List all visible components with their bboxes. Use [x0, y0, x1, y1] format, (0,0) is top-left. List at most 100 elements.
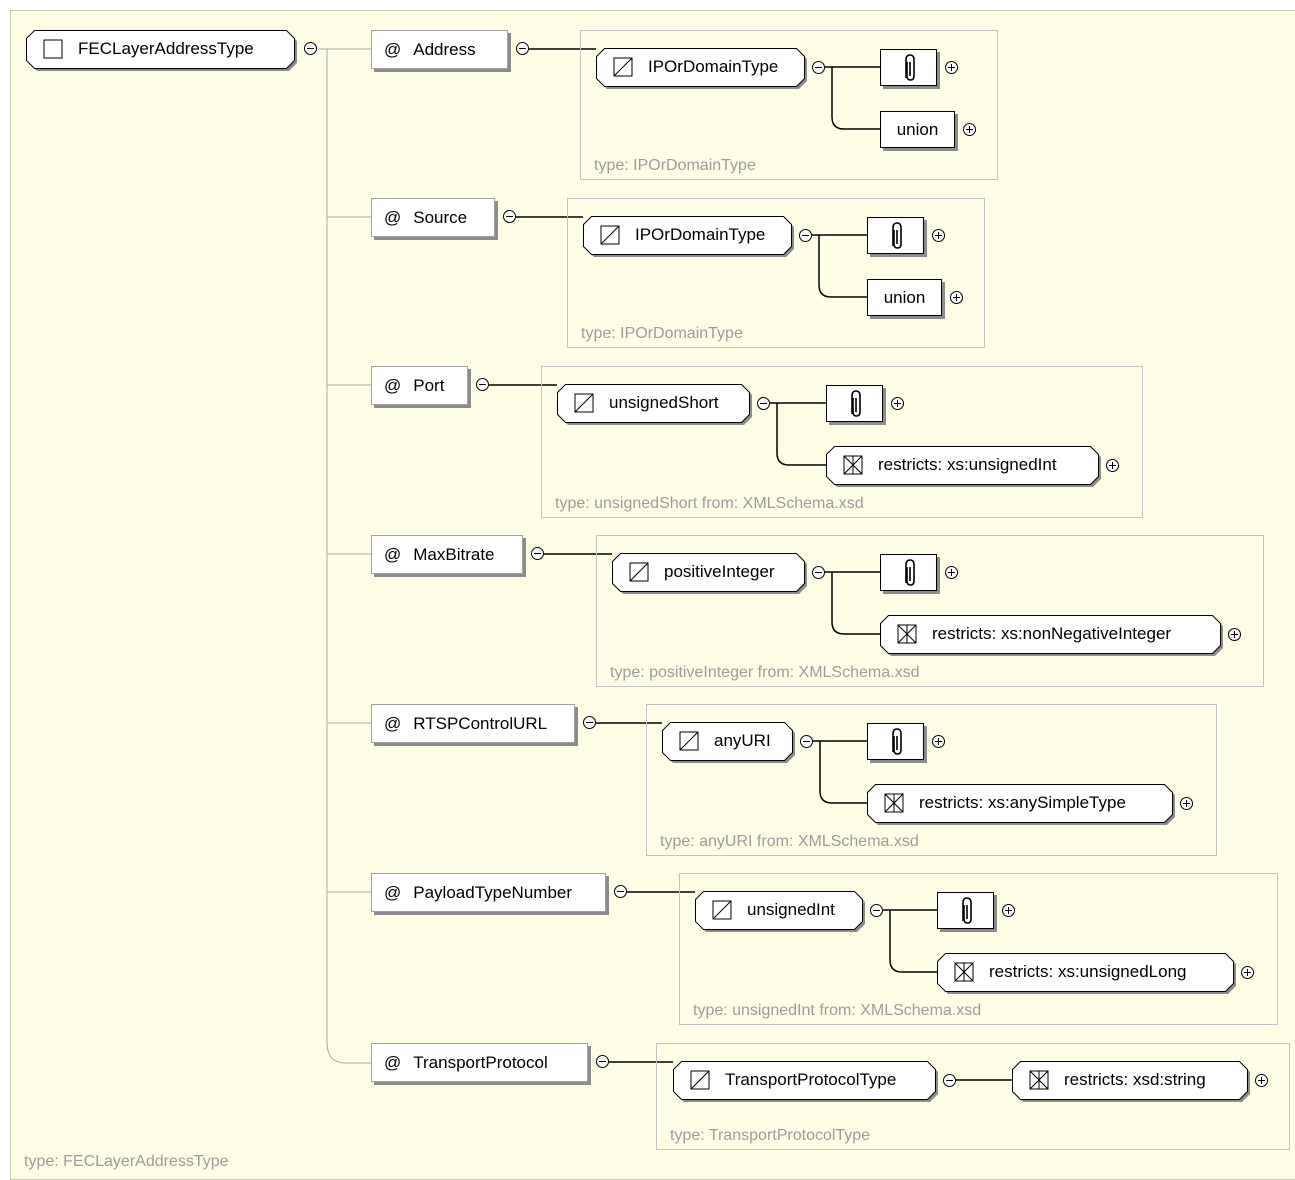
attribute-payloadtypenumber-collapse-toggle[interactable] [614, 885, 627, 898]
simple-type-rtspcontrolurl-collapse-toggle[interactable] [800, 735, 813, 748]
simple-type-icon [679, 731, 699, 751]
simple-type-source[interactable]: IPOrDomainType [583, 216, 794, 257]
facets-address-expand-toggle[interactable] [945, 61, 958, 74]
attribute-marker: @ [384, 40, 402, 59]
facets-port[interactable] [826, 385, 883, 422]
restriction-port-expand-toggle[interactable] [1106, 459, 1119, 472]
simple-type-icon [600, 225, 620, 245]
facets-source-expand-toggle[interactable] [932, 229, 945, 242]
root-element[interactable]: FECLayerAddressType [26, 30, 297, 71]
facets-port-expand-toggle[interactable] [891, 397, 904, 410]
simple-type-source-collapse-toggle[interactable] [799, 229, 812, 242]
restriction-maxbitrate-expand-toggle[interactable] [1228, 628, 1241, 641]
restriction-maxbitrate[interactable]: restricts: xs:nonNegativeInteger [880, 615, 1223, 656]
restriction-port[interactable]: restricts: xs:unsignedInt [826, 446, 1101, 487]
attribute-port[interactable]: @Port [371, 366, 468, 405]
union-address[interactable]: union [880, 111, 955, 148]
restriction-payloadtypenumber-label: restricts: xs:unsignedLong [989, 962, 1187, 981]
paperclip-icon [962, 897, 972, 924]
union-source-expand-toggle[interactable] [950, 291, 963, 304]
attribute-source-type-group [567, 198, 985, 348]
type-caption: type: positiveInteger from: XMLSchema.xs… [610, 664, 920, 681]
simple-type-icon [712, 900, 732, 920]
simple-type-transportprotocol-collapse-toggle[interactable] [943, 1074, 956, 1087]
simple-type-rtspcontrolurl[interactable]: anyURI [662, 722, 795, 763]
facets-source[interactable] [867, 217, 924, 254]
simple-type-port[interactable]: unsignedShort [557, 384, 752, 425]
restriction-rtspcontrolurl[interactable]: restricts: xs:anySimpleType [867, 784, 1175, 825]
attribute-marker: @ [384, 376, 402, 395]
type-caption: type: IPOrDomainType [594, 157, 756, 174]
union-label: union [883, 288, 926, 307]
attribute-rtspcontrolurl-type-group [646, 704, 1217, 856]
simple-type-address-label: IPOrDomainType [648, 57, 779, 76]
complex-type-icon [43, 39, 63, 59]
attribute-address-type-group [580, 30, 998, 180]
restriction-port-label: restricts: xs:unsignedInt [878, 455, 1057, 474]
attribute-name: MaxBitrate [413, 545, 495, 564]
simple-type-address-collapse-toggle[interactable] [812, 61, 825, 74]
simple-type-payloadtypenumber[interactable]: unsignedInt [695, 891, 865, 932]
restriction-payloadtypenumber[interactable]: restricts: xs:unsignedLong [937, 953, 1236, 994]
restriction-maxbitrate-label: restricts: xs:nonNegativeInteger [932, 624, 1172, 643]
facets-payloadtypenumber[interactable] [937, 892, 994, 929]
attribute-source-collapse-toggle[interactable] [503, 210, 516, 223]
attribute-marker: @ [384, 208, 402, 227]
paperclip-icon [905, 559, 915, 586]
paperclip-icon [851, 390, 861, 417]
attribute-payloadtypenumber[interactable]: @PayloadTypeNumber [371, 873, 606, 912]
simple-type-rtspcontrolurl-label: anyURI [714, 731, 771, 750]
simple-type-port-collapse-toggle[interactable] [757, 397, 770, 410]
restriction-icon [897, 624, 917, 644]
union-label: union [896, 120, 939, 139]
root-collapse-toggle[interactable] [304, 42, 317, 55]
restriction-icon [954, 962, 974, 982]
simple-type-payloadtypenumber-label: unsignedInt [747, 900, 835, 919]
union-address-expand-toggle[interactable] [963, 123, 976, 136]
attribute-marker: @ [384, 1053, 402, 1072]
attribute-transportprotocol-type-group [656, 1043, 1290, 1150]
facets-rtspcontrolurl[interactable] [867, 723, 924, 760]
attribute-maxbitrate-collapse-toggle[interactable] [531, 547, 544, 560]
attribute-port-collapse-toggle[interactable] [476, 378, 489, 391]
simple-type-port-label: unsignedShort [609, 393, 719, 412]
restriction-rtspcontrolurl-expand-toggle[interactable] [1180, 797, 1193, 810]
attribute-maxbitrate[interactable]: @MaxBitrate [371, 535, 523, 574]
type-caption: type: unsignedShort from: XMLSchema.xsd [555, 495, 864, 512]
simple-type-maxbitrate-collapse-toggle[interactable] [812, 566, 825, 579]
simple-type-address[interactable]: IPOrDomainType [596, 48, 807, 89]
attribute-port-type-group [541, 366, 1143, 518]
simple-type-transportprotocol[interactable]: TransportProtocolType [673, 1061, 938, 1102]
simple-type-payloadtypenumber-collapse-toggle[interactable] [870, 904, 883, 917]
restriction-icon [843, 455, 863, 475]
facets-payloadtypenumber-expand-toggle[interactable] [1002, 904, 1015, 917]
facets-maxbitrate-expand-toggle[interactable] [945, 566, 958, 579]
restriction-transportprotocol-expand-toggle[interactable] [1255, 1074, 1268, 1087]
restriction-transportprotocol[interactable]: restricts: xsd:string [1012, 1061, 1250, 1102]
attribute-transportprotocol[interactable]: @TransportProtocol [371, 1043, 588, 1082]
attribute-maxbitrate-type-group [596, 535, 1264, 687]
simple-type-source-label: IPOrDomainType [635, 225, 766, 244]
simple-type-icon [613, 57, 633, 77]
attribute-transportprotocol-collapse-toggle[interactable] [596, 1055, 609, 1068]
attribute-source[interactable]: @Source [371, 198, 495, 237]
simple-type-icon [629, 562, 649, 582]
attribute-rtspcontrolurl[interactable]: @ RTSPControlURL [371, 704, 575, 743]
type-caption: type: unsignedInt from: XMLSchema.xsd [693, 1002, 982, 1019]
attribute-rtspcontrolurl-collapse-toggle[interactable] [583, 716, 596, 729]
restriction-icon [1029, 1070, 1049, 1090]
attribute-address-collapse-toggle[interactable] [516, 42, 529, 55]
type-caption: type: IPOrDomainType [581, 325, 743, 342]
attribute-name: RTSPControlURL [413, 714, 548, 733]
attribute-name: Address [413, 40, 476, 59]
simple-type-maxbitrate[interactable]: positiveInteger [612, 553, 807, 594]
facets-maxbitrate[interactable] [880, 554, 937, 591]
restriction-payloadtypenumber-expand-toggle[interactable] [1241, 966, 1254, 979]
facets-rtspcontrolurl-expand-toggle[interactable] [932, 735, 945, 748]
attribute-marker: @ [384, 714, 402, 733]
restriction-transportprotocol-label: restricts: xsd:string [1064, 1070, 1206, 1089]
attribute-address[interactable]: @ Address [371, 30, 508, 69]
facets-address[interactable] [880, 49, 937, 86]
root-element-label: FECLayerAddressType [78, 39, 254, 58]
union-source[interactable]: union [867, 279, 942, 316]
